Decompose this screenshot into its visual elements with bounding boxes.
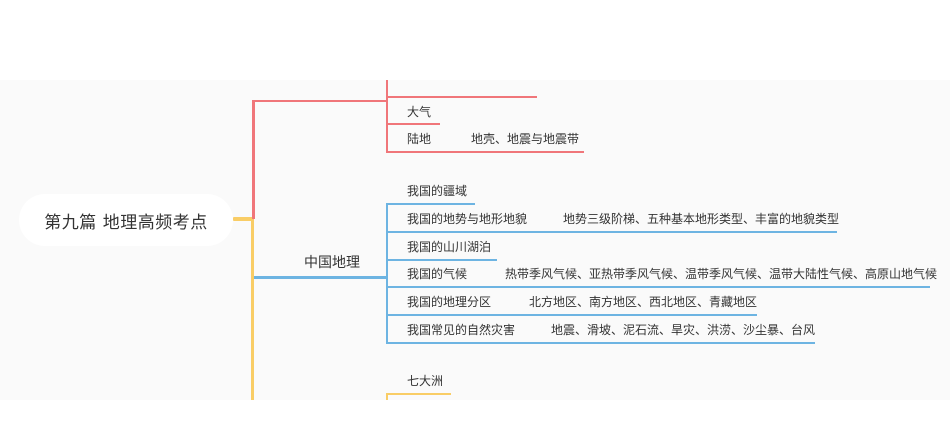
branch-underline <box>254 276 388 279</box>
root-connector <box>233 217 253 221</box>
red-branch-connector <box>252 100 387 102</box>
topic-underline <box>386 314 757 316</box>
mindmap-canvas[interactable]: 第九篇 地理高频考点 大气 陆地 地壳、地震与地震带 中国地理 我国的疆域 我国… <box>0 80 950 400</box>
topic-underline <box>386 151 584 153</box>
topic-detail: 地势三级阶梯、五种基本地形类型、丰富的地貌类型 <box>563 212 840 226</box>
topic-label: 七大洲 <box>407 374 444 388</box>
topic-label: 我国的气候 <box>407 267 468 281</box>
red-branch-vertical <box>386 80 388 153</box>
topic-underline <box>386 96 537 98</box>
root-node-label: 第九篇 地理高频考点 <box>44 212 208 233</box>
yellow-branch-vertical <box>386 393 388 400</box>
topic-label: 我国的地势与地形地貌 <box>407 212 528 226</box>
topic-underline <box>386 123 440 125</box>
topic-underline <box>386 231 837 233</box>
topic-underline <box>386 393 451 395</box>
blue-branch-vertical <box>386 204 388 344</box>
topic-label: 陆地 <box>407 132 432 146</box>
trunk-red <box>252 100 255 219</box>
topic-label: 大气 <box>407 105 432 119</box>
topic-detail: 热带季风气候、亚热带季风气候、温带季风气候、温带大陆性气候、高原山地气候 <box>505 267 938 281</box>
trunk-yellow <box>251 219 254 400</box>
topic-detail: 北方地区、南方地区、西北地区、青藏地区 <box>529 295 758 309</box>
topic-detail: 地震、滑坡、泥石流、旱灾、洪涝、沙尘暴、台风 <box>551 323 816 337</box>
topic-label: 我国常见的自然灾害 <box>407 323 516 337</box>
topic-underline <box>386 259 497 261</box>
branch-label: 中国地理 <box>304 255 360 271</box>
topic-underline <box>386 342 815 344</box>
topic-underline <box>386 203 475 205</box>
topic-underline <box>386 286 930 288</box>
topic-label: 我国的疆域 <box>407 184 468 198</box>
topic-detail: 地壳、地震与地震带 <box>471 132 580 146</box>
topic-label: 我国的山川湖泊 <box>407 240 492 254</box>
root-node[interactable]: 第九篇 地理高频考点 <box>19 194 233 246</box>
topic-label: 我国的地理分区 <box>407 295 492 309</box>
